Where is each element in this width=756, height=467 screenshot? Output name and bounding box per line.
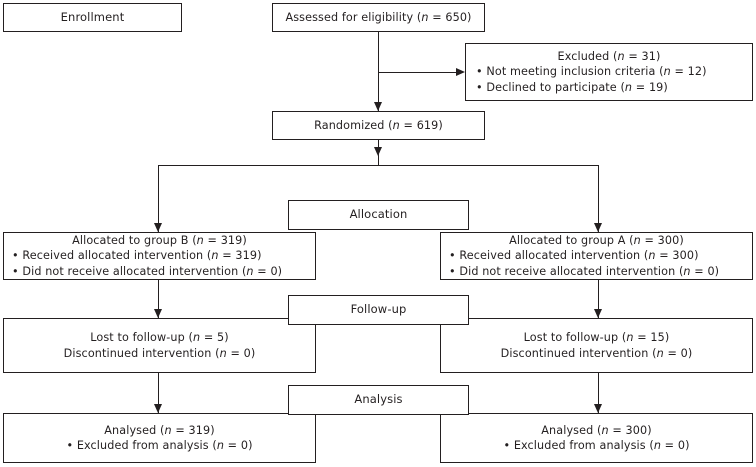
node-followup-group-b: Lost to follow-up (n = 5) Discontinued i…	[3, 318, 316, 373]
stage-label-analysis-text: Analysis	[354, 392, 403, 407]
stage-label-followup: Follow-up	[288, 295, 469, 325]
node-allocated-group-b-line-1: Allocated to group B (n = 319)	[72, 233, 247, 247]
connector-split-right-drop	[598, 165, 599, 232]
arrowhead-to-excluded	[456, 67, 465, 76]
arrowhead-assessed-to-randomized	[373, 102, 382, 111]
node-analysis-group-b-lines: Analysed (n = 319) • Excluded from analy…	[4, 423, 315, 454]
stage-label-followup-text: Follow-up	[350, 302, 407, 317]
node-allocated-group-b: Allocated to group B (n = 319) • Receive…	[3, 232, 316, 280]
connector-split-bar	[158, 165, 599, 166]
node-allocated-group-a-line-1: Allocated to group A (n = 300)	[509, 233, 684, 247]
arrowhead-split-right	[593, 223, 602, 232]
connector-to-excluded	[378, 72, 456, 73]
connector-allocation-right-to-followup	[598, 280, 599, 318]
arrowhead-allocation-left-to-followup	[153, 309, 162, 318]
node-assessed-text: Assessed for eligibility (n = 650)	[285, 10, 472, 24]
node-analysis-group-b-line-2: • Excluded from analysis (n = 0)	[66, 439, 253, 452]
node-analysis-group-a-lines: Analysed (n = 300) • Excluded from analy…	[441, 423, 752, 454]
node-followup-group-b-lines: Lost to follow-up (n = 5) Discontinued i…	[4, 330, 315, 361]
node-excluded-line-3: • Declined to participate (n = 19)	[476, 80, 668, 94]
arrowhead-followup-right-to-analysis	[593, 404, 602, 413]
node-allocated-group-a-line-2: • Received allocated intervention (n = 3…	[449, 249, 699, 263]
connector-allocation-left-to-followup	[158, 280, 159, 318]
stage-label-allocation-text: Allocation	[349, 207, 408, 222]
stage-label-analysis: Analysis	[288, 385, 469, 415]
node-analysis-group-b-line-1: Analysed (n = 319)	[104, 423, 215, 437]
node-followup-group-a-line-2: Discontinued intervention (n = 0)	[500, 346, 693, 360]
arrowhead-allocation-right-to-followup	[593, 309, 602, 318]
node-allocated-group-a-lines: Allocated to group A (n = 300) • Receive…	[449, 233, 744, 280]
arrowhead-followup-left-to-analysis	[153, 404, 162, 413]
node-allocated-group-b-line-3: • Did not receive allocated intervention…	[12, 264, 283, 278]
node-allocated-group-b-line-2: • Received allocated intervention (n = 3…	[12, 249, 262, 263]
node-analysis-group-a-line-2: • Excluded from analysis (n = 0)	[503, 439, 690, 452]
node-randomized-text: Randomized (n = 619)	[314, 118, 443, 132]
connector-followup-right-to-analysis	[598, 373, 599, 413]
connector-followup-left-to-analysis	[158, 373, 159, 413]
node-randomized: Randomized (n = 619)	[272, 111, 485, 140]
node-followup-group-b-line-2: Discontinued intervention (n = 0)	[63, 346, 256, 360]
stage-label-allocation: Allocation	[288, 200, 469, 230]
node-followup-group-a-line-1: Lost to follow-up (n = 15)	[523, 331, 670, 344]
node-followup-group-b-line-1: Lost to follow-up (n = 5)	[90, 331, 229, 344]
node-followup-group-a: Lost to follow-up (n = 15) Discontinued …	[440, 318, 753, 373]
node-excluded-line-2: • Not meeting inclusion criteria (n = 12…	[476, 65, 707, 79]
node-assessed-for-eligibility: Assessed for eligibility (n = 650)	[272, 3, 485, 32]
node-analysis-group-b: Analysed (n = 319) • Excluded from analy…	[3, 413, 316, 463]
node-excluded-line-1: Excluded (n = 31)	[557, 49, 661, 63]
node-followup-group-a-lines: Lost to follow-up (n = 15) Discontinued …	[441, 330, 752, 361]
node-excluded: Excluded (n = 31) • Not meeting inclusio…	[465, 43, 753, 101]
connector-split-left-drop	[158, 165, 159, 232]
arrowhead-split-left	[153, 223, 162, 232]
node-analysis-group-a-line-1: Analysed (n = 300)	[541, 423, 652, 437]
node-allocated-group-b-lines: Allocated to group B (n = 319) • Receive…	[12, 233, 307, 280]
stage-label-enrollment: Enrollment	[3, 3, 182, 32]
node-allocated-group-a: Allocated to group A (n = 300) • Receive…	[440, 232, 753, 280]
connector-assessed-to-randomized	[378, 32, 379, 111]
node-allocated-group-a-line-3: • Did not receive allocated intervention…	[449, 264, 720, 278]
stage-label-enrollment-text: Enrollment	[60, 9, 125, 24]
arrowhead-randomized-down	[373, 147, 382, 156]
node-analysis-group-a: Analysed (n = 300) • Excluded from analy…	[440, 413, 753, 463]
node-excluded-lines: Excluded (n = 31) • Not meeting inclusio…	[476, 49, 742, 96]
